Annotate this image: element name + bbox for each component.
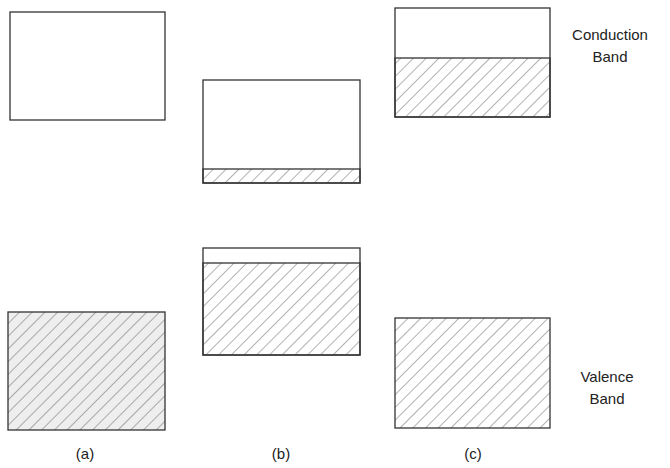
filled-band: [395, 318, 550, 428]
filled-band: [395, 58, 550, 117]
empty-band: [203, 80, 360, 183]
panel-label: (b): [251, 443, 311, 465]
panel-label: (a): [55, 443, 115, 465]
filled-band: [203, 263, 360, 355]
filled-band: [8, 312, 165, 430]
empty-band: [10, 12, 165, 120]
band-outline: [203, 248, 360, 355]
band-outline: [395, 8, 550, 117]
band-label: Valence Band: [562, 366, 652, 410]
partly-filled-strip: [203, 169, 360, 183]
panel-label: (c): [443, 443, 503, 465]
band-label: Conduction Band: [560, 24, 660, 68]
filled-band-ground: [8, 312, 165, 430]
